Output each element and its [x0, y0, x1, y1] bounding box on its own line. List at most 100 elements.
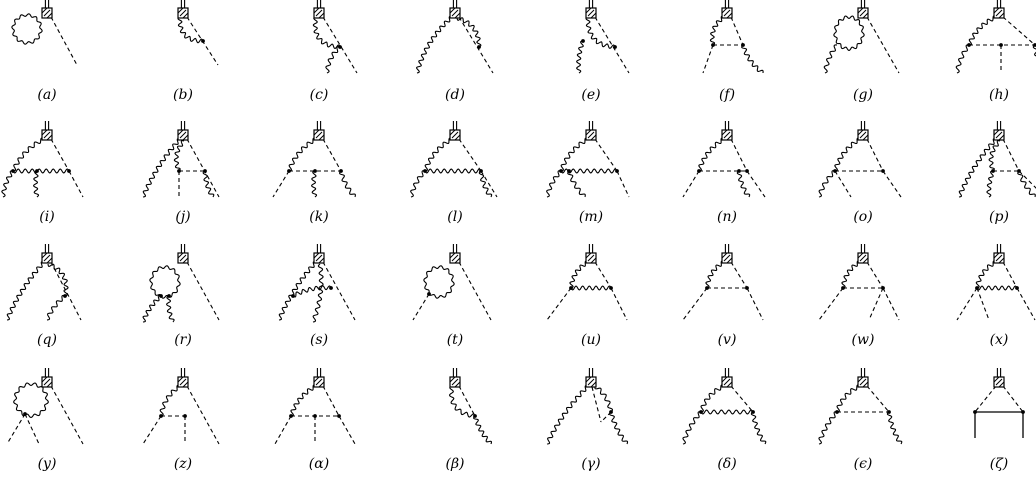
vertex-dot — [291, 294, 295, 298]
photon-line — [988, 140, 1001, 172]
scalar-line — [866, 385, 890, 413]
diagram-graphic — [410, 121, 498, 198]
vertex-dot — [711, 43, 715, 47]
operator-hatch — [449, 252, 456, 259]
scalar-line — [974, 385, 997, 413]
operator-hatch — [587, 131, 595, 139]
vertex-dot — [835, 410, 839, 414]
diagram-panel: (h) — [949, 0, 1036, 113]
operator-hatch — [590, 134, 597, 141]
scalar-line — [1002, 16, 1036, 46]
photon-line — [410, 170, 426, 198]
vertex-dot — [991, 169, 995, 173]
operator-hatch — [179, 131, 187, 139]
operator-hatch — [46, 257, 53, 264]
photon-line — [976, 285, 1018, 291]
diagram-panel: (q) — [0, 240, 97, 358]
operator-hatch — [726, 381, 733, 388]
photon-line — [142, 294, 162, 323]
panel-label: (ϵ) — [853, 456, 873, 472]
operator-hatch — [41, 252, 48, 259]
diagram-panel: (n) — [677, 117, 777, 235]
scalar-line — [976, 287, 990, 321]
operator-hatch — [318, 257, 325, 264]
photon-line — [886, 411, 903, 445]
scalar-line — [546, 287, 572, 321]
photon-line — [312, 263, 324, 323]
diagram-panel: (i) — [0, 117, 97, 235]
operator-hatch — [587, 9, 595, 17]
photon-line — [700, 384, 725, 413]
photon-loop — [13, 382, 49, 419]
photon-line — [585, 16, 616, 49]
diagram-panel: (u) — [541, 240, 641, 358]
scalar-line — [338, 415, 356, 445]
photon-line — [290, 384, 317, 417]
scalar-line — [68, 170, 84, 198]
operator-hatch — [726, 257, 733, 264]
operator-hatch — [451, 378, 459, 386]
scalar-line — [594, 261, 612, 289]
panel-label: (m) — [578, 209, 604, 225]
operator-hatch — [182, 381, 189, 388]
photon-line — [1017, 170, 1036, 198]
scalar-line — [24, 413, 40, 445]
scalar-line — [480, 170, 498, 198]
panel-label: (g) — [853, 87, 873, 103]
panel-label: (n) — [717, 209, 737, 225]
scalar-line — [272, 170, 290, 198]
operator-hatch — [313, 376, 320, 383]
photon-line — [709, 15, 725, 46]
scalar-line — [818, 287, 844, 321]
diagram-graphic — [412, 244, 492, 321]
operator-hatch — [41, 7, 48, 14]
operator-hatch — [998, 257, 1005, 264]
photon-line — [311, 170, 318, 198]
operator-hatch — [995, 378, 1003, 386]
photon-line — [47, 263, 69, 297]
photon-line — [741, 44, 764, 74]
photon-line — [975, 260, 997, 289]
diagram-panel: (a) — [0, 0, 97, 113]
diagram-panel: (s) — [269, 240, 369, 358]
panel-label: (α) — [308, 456, 330, 472]
diagram-graphic — [682, 368, 767, 445]
photon-line — [12, 137, 45, 172]
photon-line — [609, 411, 629, 445]
photon-line — [698, 137, 725, 172]
scalar-line — [186, 385, 220, 445]
photon-line — [560, 137, 589, 172]
operator-hatch — [182, 257, 189, 264]
diagram-graphic — [956, 244, 1036, 321]
diagram-graphic — [272, 121, 356, 198]
operator-hatch — [313, 252, 320, 259]
diagram-panel: (v) — [677, 240, 777, 358]
operator-hatch — [318, 12, 325, 19]
diagram-panel: (δ) — [677, 364, 777, 482]
panel-label: (e) — [581, 87, 601, 103]
operator-hatch — [43, 254, 51, 262]
operator-hatch — [451, 131, 459, 139]
scalar-line — [6, 413, 26, 445]
operator-hatch — [179, 378, 187, 386]
diagram-graphic — [576, 0, 630, 74]
photon-line — [834, 137, 861, 172]
diagram-panel: (e) — [541, 0, 641, 113]
operator-hatch — [721, 7, 728, 14]
operator-hatch — [177, 376, 184, 383]
diagram-graphic — [818, 368, 903, 445]
scalar-line — [412, 293, 430, 321]
vertex-dot — [63, 294, 67, 298]
operator-hatch — [862, 257, 869, 264]
scalar-line — [1002, 261, 1018, 289]
scalar-line — [322, 16, 358, 74]
scalar-line — [322, 385, 340, 417]
diagram-panel: (γ) — [541, 364, 641, 482]
diagram-graphic — [142, 121, 220, 198]
photon-line — [569, 260, 589, 289]
photon-line — [177, 16, 204, 44]
diagram-panel: (t) — [405, 240, 505, 358]
diagram-panel: (p) — [949, 117, 1036, 235]
photon-loop — [149, 265, 181, 299]
